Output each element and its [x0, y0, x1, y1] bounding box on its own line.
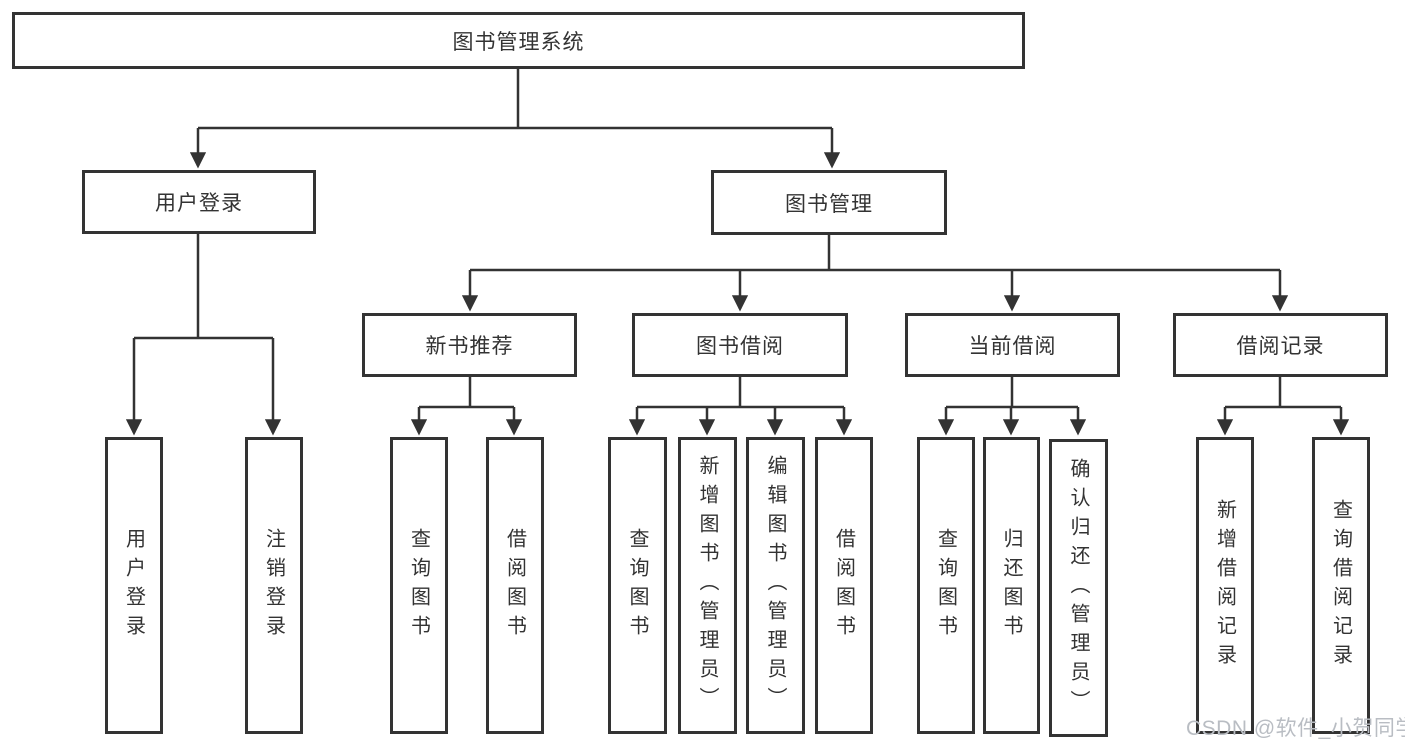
node-new-book-recommend: 新书推荐: [362, 313, 577, 377]
node-library-system: 图书管理系统: [12, 12, 1025, 69]
node-user-login: 用户登录: [82, 170, 316, 234]
node-leaf-query-borrow-record: 查询借阅记录: [1312, 437, 1370, 734]
node-leaf-borrow-books: 借阅图书: [815, 437, 873, 734]
node-book-borrow-label: 图书借阅: [696, 335, 784, 358]
node-borrow-records-label: 借阅记录: [1236, 335, 1325, 358]
node-leaf-add-books-admin-label: 新增图书（管理员）: [696, 455, 718, 716]
node-book-management: 图书管理: [711, 170, 947, 235]
node-leaf-edit-books-admin-label: 编辑图书（管理员）: [764, 455, 786, 716]
node-leaf-borrow-books-label: 借阅图书: [832, 527, 855, 644]
node-leaf-borrow-query-books: 查询图书: [608, 437, 667, 734]
connector-book-mgmt-split: [470, 235, 1280, 272]
node-borrow-records: 借阅记录: [1173, 313, 1388, 377]
node-leaf-newbook-borrow-books: 借阅图书: [486, 437, 544, 734]
node-leaf-newbook-query-books-label: 查询图书: [407, 527, 430, 644]
node-current-borrow: 当前借阅: [905, 313, 1120, 377]
connector-root-split: [198, 69, 832, 130]
connector-borrow-records-split: [1225, 377, 1341, 409]
node-leaf-current-query-books-label: 查询图书: [934, 527, 957, 644]
node-leaf-return-books-label: 归还图书: [1000, 527, 1022, 644]
node-leaf-newbook-query-books: 查询图书: [390, 437, 448, 734]
node-leaf-confirm-return-admin-label: 确认归还（管理员）: [1067, 457, 1089, 719]
node-leaf-query-borrow-record-label: 查询借阅记录: [1329, 498, 1352, 673]
node-leaf-user-login-label: 用户登录: [122, 527, 145, 644]
node-leaf-current-query-books: 查询图书: [917, 437, 975, 734]
node-leaf-borrow-query-books-label: 查询图书: [626, 527, 648, 644]
node-library-system-label: 图书管理系统: [452, 30, 585, 54]
node-leaf-user-login: 用户登录: [105, 437, 163, 734]
node-leaf-return-books: 归还图书: [983, 437, 1040, 734]
node-new-book-recommend-label: 新书推荐: [425, 335, 514, 358]
node-user-login-label: 用户登录: [155, 192, 243, 215]
node-leaf-add-borrow-record-label: 新增借阅记录: [1213, 498, 1236, 673]
connector-book-borrow-split: [637, 377, 844, 409]
connector-current-borrow-split: [946, 377, 1078, 409]
connector-new-book-split: [419, 377, 514, 409]
node-leaf-confirm-return-admin: 确认归还（管理员）: [1049, 439, 1108, 737]
csdn-watermark: CSDN @软件_小贺同学: [1186, 717, 1405, 740]
node-leaf-newbook-borrow-books-label: 借阅图书: [503, 527, 526, 644]
node-leaf-add-borrow-record: 新增借阅记录: [1196, 437, 1254, 734]
node-leaf-add-books-admin: 新增图书（管理员）: [678, 437, 737, 734]
node-book-management-label: 图书管理: [785, 192, 873, 216]
node-leaf-logout-label: 注销登录: [262, 527, 285, 644]
node-book-borrow: 图书借阅: [632, 313, 848, 377]
node-current-borrow-label: 当前借阅: [968, 335, 1057, 358]
connector-user-login-split: [134, 234, 273, 340]
node-leaf-logout: 注销登录: [245, 437, 303, 734]
node-leaf-edit-books-admin: 编辑图书（管理员）: [746, 437, 805, 734]
